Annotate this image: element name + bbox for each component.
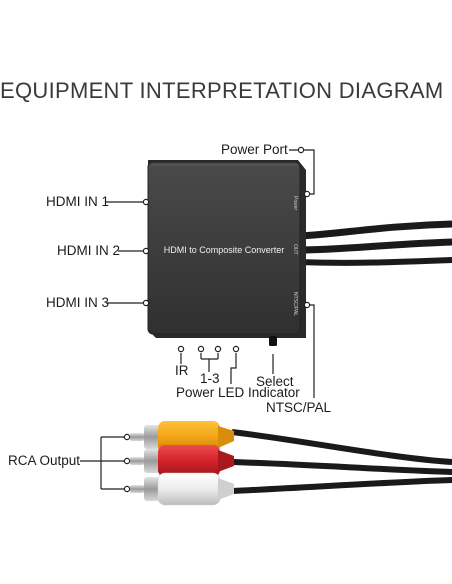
device-name: HDMI to Composite Converter <box>164 245 285 255</box>
select-label: Select <box>256 374 294 389</box>
diagram-title: EQUIPMENT INTERPRETATION DIAGRAM <box>0 78 444 103</box>
rca-cables <box>231 429 452 494</box>
device-power-label: Power <box>292 196 298 211</box>
leds-1-3-label: 1-3 <box>200 371 220 386</box>
converter-box: HDMI to Composite Converter Power OUT NT… <box>147 160 306 346</box>
marker-dots <box>123 146 311 493</box>
power-led-label: Power LED Indicator <box>176 385 300 400</box>
power-port-label: Power Port <box>221 142 288 157</box>
select-button <box>269 336 277 346</box>
rca-plug-white <box>130 472 234 506</box>
ir-label: IR <box>175 363 189 378</box>
hdmi-in-1-label: HDMI IN 1 <box>46 194 110 209</box>
hdmi-in-2-label: HDMI IN 2 <box>57 243 121 258</box>
hdmi-in-3-label: HDMI IN 3 <box>46 295 110 310</box>
ntsc-pal-label: NTSC/PAL <box>266 400 332 415</box>
out-cables <box>299 220 452 266</box>
rca-output-label: RCA Output <box>8 453 81 468</box>
device-ntsc-pal-label: NTSC/PAL <box>292 292 298 316</box>
device-out-label: OUT <box>292 244 298 255</box>
rca-plug-red <box>130 445 234 477</box>
